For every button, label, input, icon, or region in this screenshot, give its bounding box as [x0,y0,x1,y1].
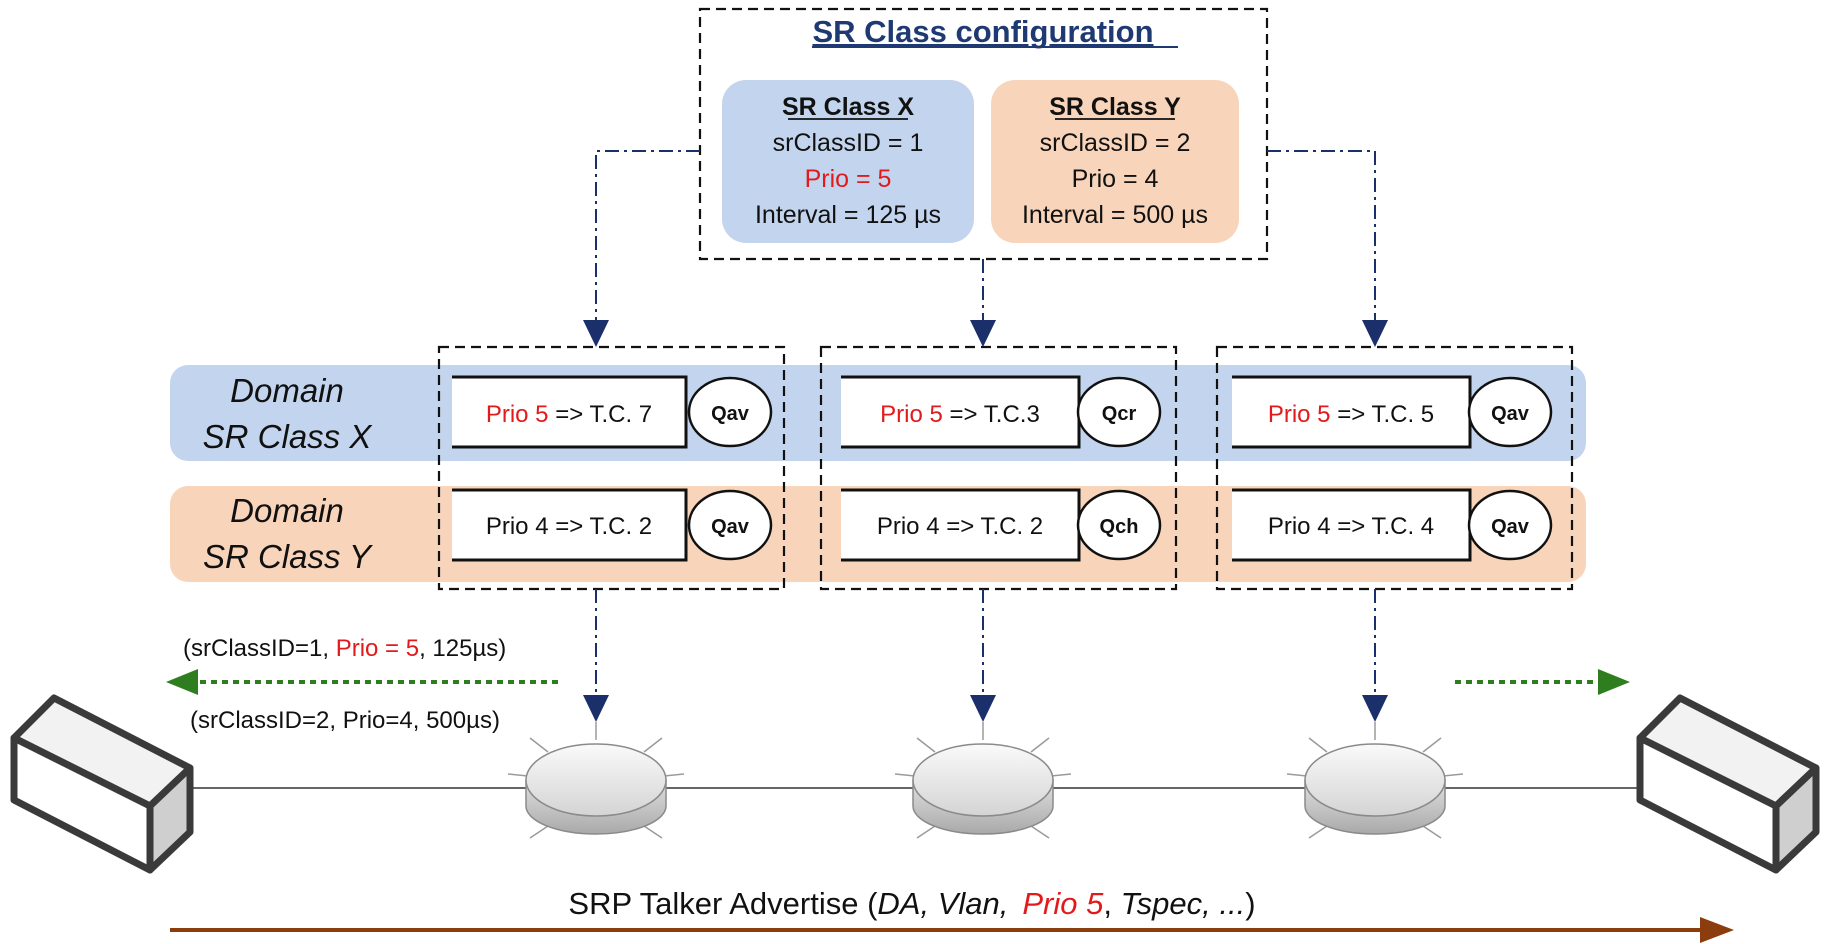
srp-talker-advertise-label: SRP Talker Advertise (DA, Vlan,Prio 5, T… [568,886,1255,921]
bridge-3-icon [1286,722,1464,839]
config-title: SR Class configuration [812,14,1153,49]
domain-x-line2: SR Class X [203,418,374,455]
bridge-2-x-tc: => T.C.3 [943,401,1040,428]
sr-class-y-name: SR Class Y [1049,93,1181,121]
svg-text:Prio 5 => T.C. 5: Prio 5 => T.C. 5 [1268,401,1434,428]
green-dotted-arrow-left [166,669,558,695]
bridge-1-x-prio: Prio 5 [486,401,549,428]
bridge-3-x-prio: Prio 5 [1268,401,1331,428]
bridge-1-queue-config: Prio 5 => T.C. 7 Qav Prio 4 => T.C. 2 Qa… [437,345,786,591]
domain-y-line1: Domain [230,492,344,529]
sr-class-x-interval: Interval = 125 µs [755,201,941,229]
bridge-2-x-shaper: Qcr [1102,403,1137,425]
bridge-config-arrows [595,589,1376,700]
advertise-arrow [170,917,1734,943]
bridge-3-queue-y: Prio 4 => T.C. 4 Qav [1232,488,1553,562]
sr-class-x-name: SR Class X [782,93,914,121]
svg-text:Prio 5 => T.C.3: Prio 5 => T.C.3 [880,401,1040,428]
listener-end-station-icon [1636,694,1820,874]
bridge-3-x-shaper: Qav [1491,403,1530,425]
bridge-2-dashed-frame [819,345,1178,591]
domain-y-line2: SR Class Y [203,538,373,575]
bridge-1-dashed-frame [437,345,786,591]
svg-text:Prio 5 => T.C. 7: Prio 5 => T.C. 7 [486,401,652,428]
bridge-1-y-label: Prio 4 => T.C. 2 [486,513,652,540]
bridge-1-queue-x: Prio 5 => T.C. 7 Qav [452,375,773,449]
bridge-1-icon [507,722,685,839]
bridge-1-x-tc: => T.C. 7 [549,401,653,428]
announcement-class-x: (srClassID=1, Prio = 5, 125µs) [183,635,506,662]
sr-class-y-prio: Prio = 4 [1072,165,1159,193]
domain-x-line1: Domain [230,372,344,409]
sr-class-x-card: SR Class X srClassID = 1 Prio = 5 Interv… [722,80,974,243]
bridge-2-y-shaper: Qch [1100,516,1139,538]
sr-class-y-interval: Interval = 500 µs [1022,201,1208,229]
config-distribution-arrows [595,150,1376,330]
sr-class-configuration: SR Class configuration SR Class X srClas… [698,7,1269,261]
bridge-2-icon [894,722,1072,839]
bridge-2-queue-config: Prio 5 => T.C.3 Qcr Prio 4 => T.C. 2 Qch [819,345,1178,591]
bridge-3-queue-x: Prio 5 => T.C. 5 Qav [1232,375,1553,449]
sr-class-y-card: SR Class Y srClassID = 2 Prio = 4 Interv… [991,80,1239,243]
bridge-2-queue-x: Prio 5 => T.C.3 Qcr [841,375,1162,449]
bridge-2-y-label: Prio 4 => T.C. 2 [877,513,1043,540]
announcement-class-y: (srClassID=2, Prio=4, 500µs) [190,707,500,734]
green-dotted-arrow-right [1455,669,1630,695]
sr-class-x-prio: Prio = 5 [805,165,892,193]
bridge-2-x-prio: Prio 5 [880,401,943,428]
bridge-1-x-shaper: Qav [711,403,750,425]
config-arrowheads [583,320,1388,347]
bridge-3-x-tc: => T.C. 5 [1331,401,1435,428]
bridge-3-queue-config: Prio 5 => T.C. 5 Qav Prio 4 => T.C. 4 Qa… [1215,345,1574,591]
bridge-3-y-shaper: Qav [1491,516,1530,538]
bridge-1-y-shaper: Qav [711,516,750,538]
bridge-config-arrowheads [583,695,1388,722]
sr-class-y-id: srClassID = 2 [1040,129,1191,157]
talker-end-station-icon [10,694,194,874]
bridge-2-queue-y: Prio 4 => T.C. 2 Qch [841,488,1162,562]
config-dashed-frame [698,7,1269,261]
bridge-3-dashed-frame [1215,345,1574,591]
bridge-1-queue-y: Prio 4 => T.C. 2 Qav [452,488,773,562]
sr-class-x-id: srClassID = 1 [773,129,924,157]
bridge-3-y-label: Prio 4 => T.C. 4 [1268,513,1434,540]
